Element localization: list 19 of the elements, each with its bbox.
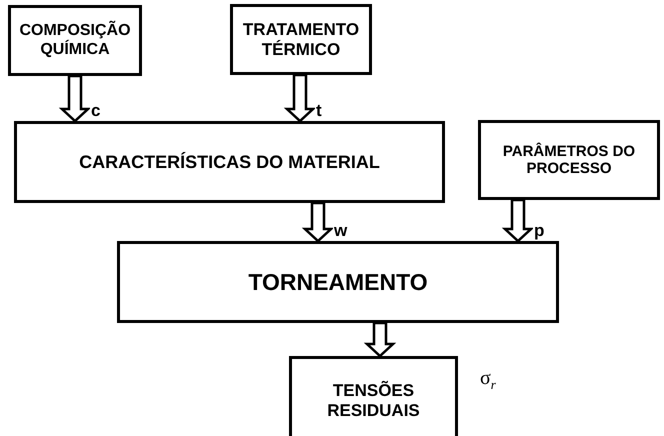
- box-label: CARACTERÍSTICAS DO MATERIAL: [79, 152, 380, 172]
- process-box: [230, 4, 372, 75]
- process-box: [117, 241, 559, 323]
- process-box: [478, 120, 660, 200]
- process-box: [289, 356, 458, 436]
- edge-label: t: [315, 102, 323, 119]
- box-label: TORNEAMENTO: [248, 268, 428, 296]
- block-arrow: [302, 202, 334, 243]
- block-arrow: [364, 322, 396, 358]
- process-box: [8, 5, 142, 76]
- block-arrow: [58, 74, 92, 123]
- box-label: COMPOSIÇÃO QUÍMICA: [18, 22, 132, 59]
- box-label: TRATAMENTO TÉRMICO: [242, 20, 360, 60]
- block-arrow: [502, 198, 534, 243]
- box-label: TENSÕES RESIDUAIS: [326, 381, 421, 421]
- symbol-label: σ$_{r}$: [480, 367, 496, 393]
- block-arrow: [284, 74, 316, 123]
- process-box: [14, 121, 445, 203]
- box-label: PARÂMETROS DO PROCESSO: [502, 142, 636, 178]
